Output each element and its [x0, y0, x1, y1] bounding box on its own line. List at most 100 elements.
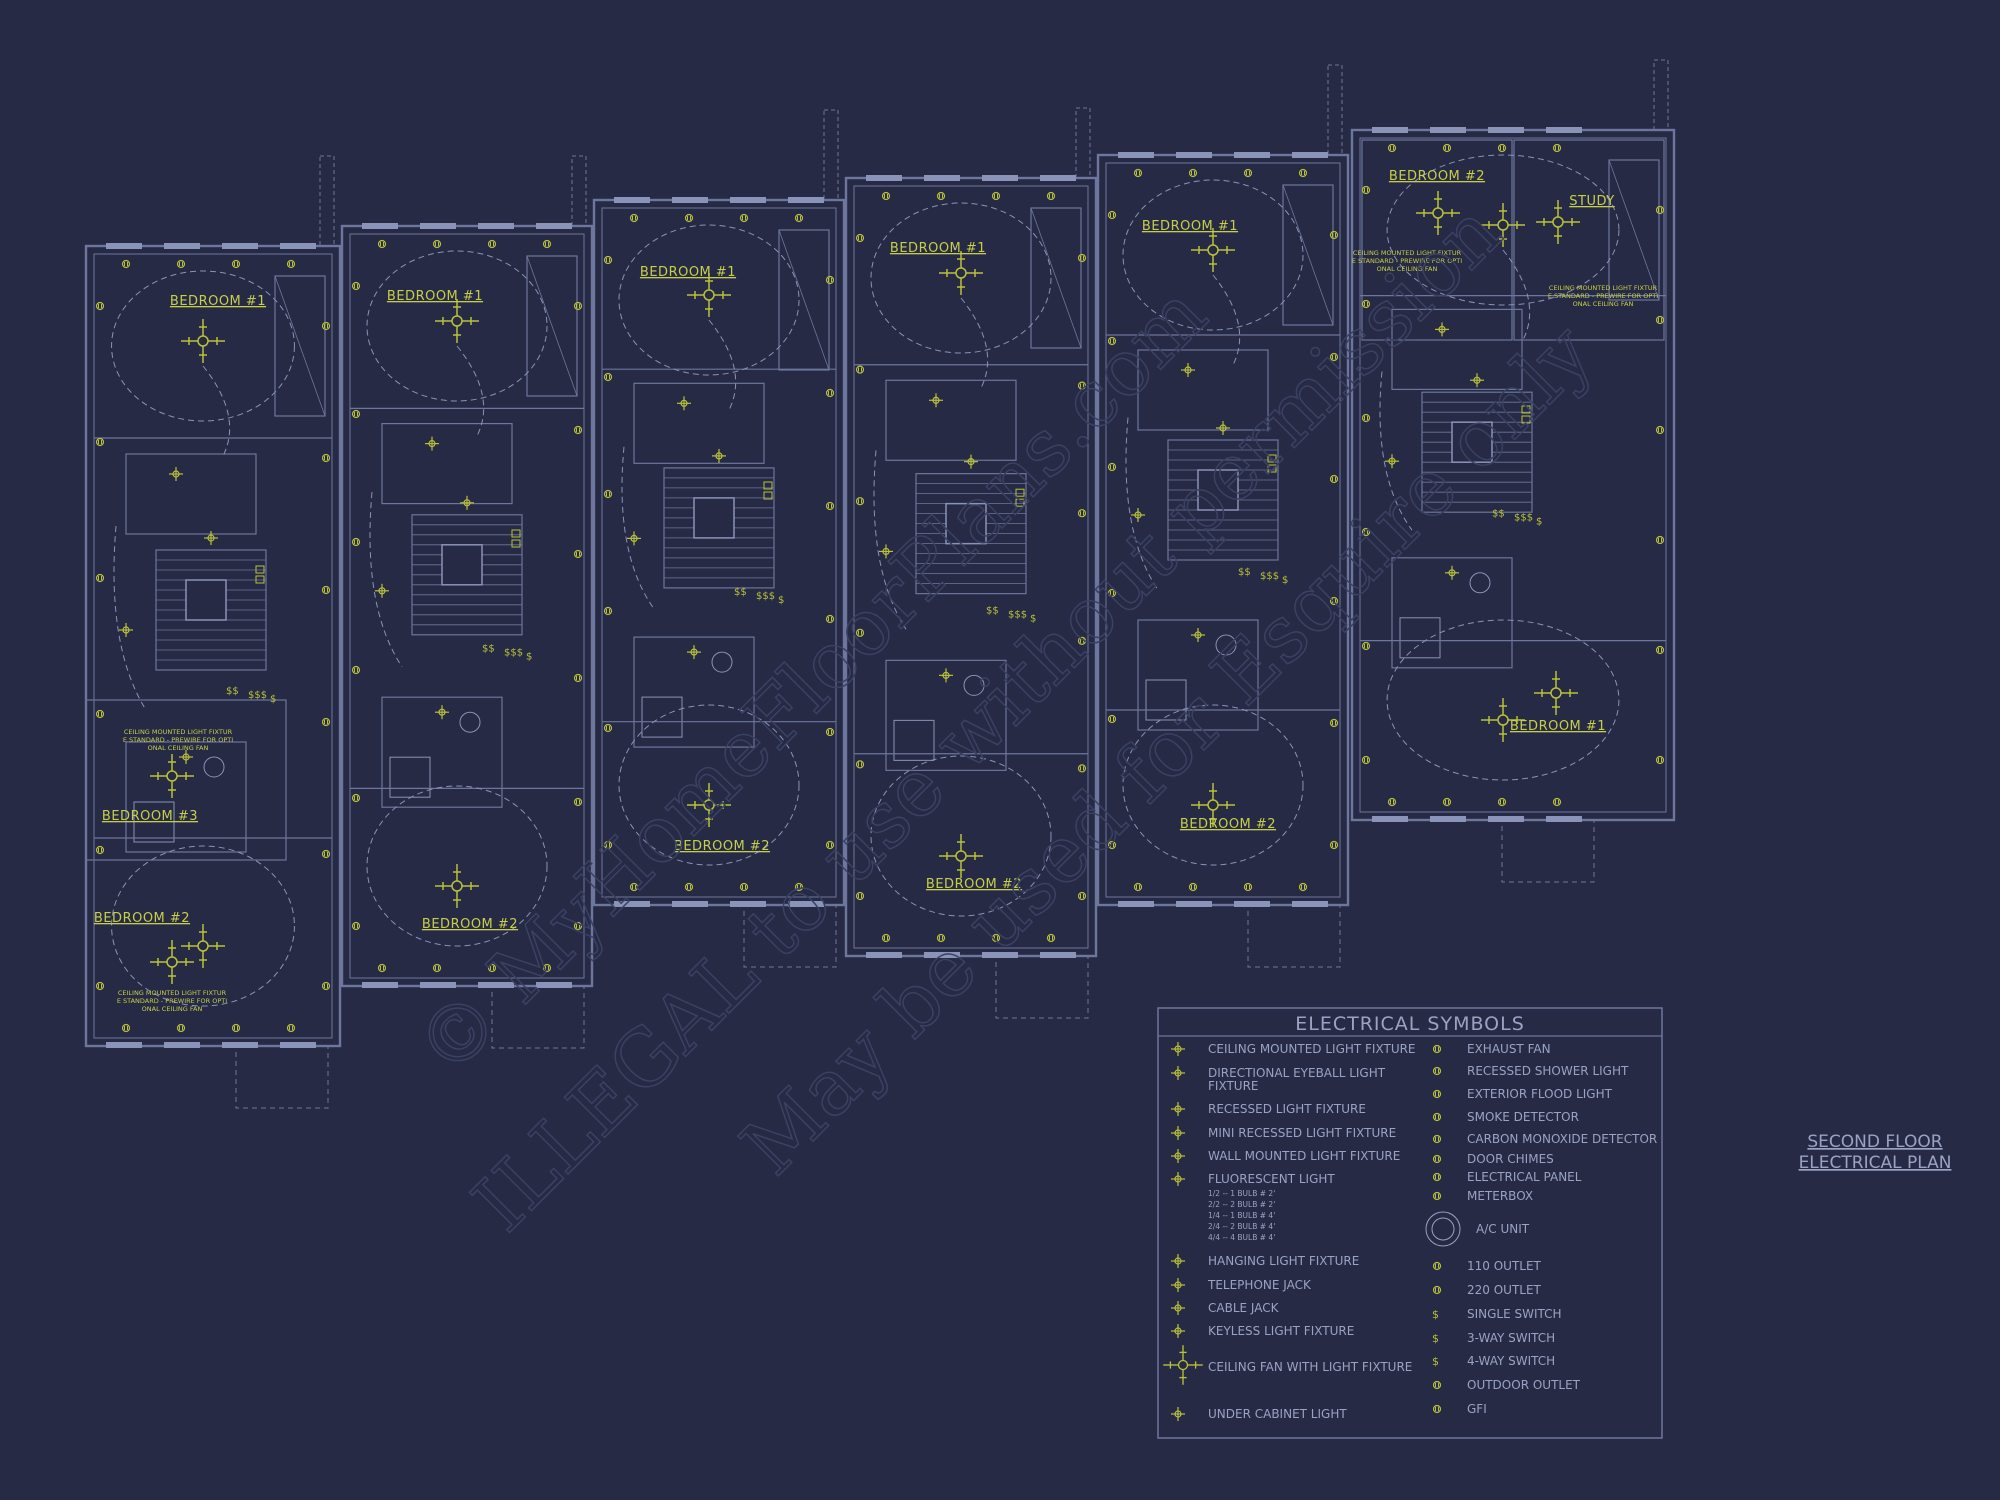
- legend-label: CEILING FAN WITH LIGHT FIXTURE: [1208, 1360, 1412, 1374]
- co-detector-icon: [1521, 415, 1531, 424]
- room-label: BEDROOM #1: [640, 265, 736, 280]
- legend-box: [1157, 1007, 1663, 1439]
- window: [222, 243, 258, 249]
- switch-icon: $$$: [248, 690, 267, 701]
- window: [730, 901, 766, 907]
- note-line: E STANDARD - PREWIRE FOR OPTI: [123, 736, 233, 744]
- window: [106, 1042, 142, 1048]
- window: [982, 175, 1018, 181]
- drawing-title-line-1: SECOND FLOOR: [1807, 1132, 1942, 1152]
- note-line: CEILING MOUNTED LIGHT FIXTUR: [118, 989, 227, 997]
- switch-icon: $$$: [756, 591, 775, 602]
- smoke-detector-icon: [1432, 1112, 1442, 1122]
- wiring-loop: [1386, 154, 1620, 306]
- outlet-icon: [542, 239, 552, 249]
- outlet-icon: [321, 981, 331, 991]
- legend-label-line: DIRECTIONAL EYEBALL LIGHT: [1208, 1066, 1386, 1080]
- wall-light-icon: [1170, 1148, 1186, 1164]
- outlet-icon: [1107, 714, 1117, 724]
- wiring-loop: [111, 845, 295, 1007]
- bathroom-wall: [1137, 619, 1259, 731]
- outlet-icon: [603, 723, 613, 733]
- bathroom-wall: [1137, 349, 1269, 431]
- ceiling-fan-icon: [1533, 670, 1579, 716]
- fluorescent-icon: [1170, 1171, 1186, 1187]
- stair-landing: [1197, 469, 1239, 511]
- window: [672, 197, 708, 203]
- closet-diagonal: [1030, 207, 1082, 349]
- room-label: BEDROOM #1: [170, 294, 266, 309]
- outlet-icon: [684, 213, 694, 223]
- ceiling-fan-icon: [434, 298, 480, 344]
- outlet-icon: [1298, 168, 1308, 178]
- wiring-run: [873, 450, 907, 630]
- smoke-detector-icon: [1521, 405, 1531, 414]
- outlet-icon: [377, 963, 387, 973]
- window: [280, 1042, 316, 1048]
- outlet-icon: [95, 573, 105, 583]
- window: [106, 243, 142, 249]
- outlet-icon: [794, 213, 804, 223]
- outlet-icon: [1329, 474, 1339, 484]
- legend-label: ELECTRICAL PANEL: [1467, 1170, 1582, 1184]
- window: [788, 197, 824, 203]
- single-switch-icon: $: [1432, 1308, 1439, 1321]
- ceiling-light-icon: [118, 622, 134, 638]
- window: [420, 982, 456, 988]
- ceiling-light-icon: [1190, 627, 1206, 643]
- chimney-stub: [1653, 59, 1669, 131]
- sink: [203, 756, 225, 778]
- porch-outline: [1501, 819, 1595, 883]
- four-way-switch-icon: $: [1432, 1355, 1439, 1368]
- smoke-detector-icon: [763, 481, 773, 490]
- co-detector-icon: [1015, 498, 1025, 507]
- closet-diagonal: [274, 275, 326, 417]
- wiring-loop: [1122, 704, 1304, 866]
- outlet-icon: [1655, 425, 1665, 435]
- legend-label: RECESSED LIGHT FIXTURE: [1208, 1102, 1366, 1116]
- wiring-run: [1502, 249, 1531, 341]
- ac-unit-inner: [1431, 1217, 1455, 1241]
- window: [164, 243, 200, 249]
- legend-label-line: FIXTURE: [1208, 1079, 1258, 1093]
- outlet-icon: [286, 1023, 296, 1033]
- outlet-icon: [991, 191, 1001, 201]
- outlet-icon: [542, 963, 552, 973]
- room-label: BEDROOM #1: [890, 241, 986, 256]
- room-label: BEDROOM #1: [1142, 219, 1238, 234]
- outlet-icon: [1107, 210, 1117, 220]
- bathroom-wall: [633, 382, 765, 464]
- fluorescent-note: 2/4 -- 2 BULB # 4': [1208, 1222, 1275, 1231]
- closet-wall: [526, 255, 578, 397]
- outlet-icon: [321, 453, 331, 463]
- outlet-icon: [936, 933, 946, 943]
- legend-label: CARBON MONOXIDE DETECTOR: [1467, 1132, 1657, 1146]
- porch-outline: [995, 955, 1089, 1019]
- window: [362, 982, 398, 988]
- outlet-icon: [855, 760, 865, 769]
- bedroom-wall: [85, 699, 287, 861]
- shower: [1145, 679, 1187, 721]
- wiring-run: [1125, 417, 1159, 591]
- wiring-run: [1212, 274, 1241, 366]
- ceiling-fan-icon: [1162, 1344, 1204, 1386]
- switch-icon: $$$: [1260, 571, 1279, 582]
- unit-wall: [340, 224, 594, 988]
- outlet-icon: [1107, 840, 1117, 850]
- outlet-icon: [321, 849, 331, 859]
- wiring-run: [202, 365, 231, 457]
- window: [1118, 152, 1154, 158]
- legend-label: SINGLE SWITCH: [1467, 1307, 1562, 1321]
- ceiling-light-icon: [203, 530, 219, 546]
- outlet-icon: [1361, 413, 1371, 423]
- under-cabinet-icon: [1170, 1406, 1186, 1422]
- porch-outline: [491, 985, 585, 1049]
- sink: [711, 651, 733, 673]
- mini-recessed-icon: [1170, 1125, 1186, 1141]
- sink: [963, 674, 985, 696]
- switch-icon: $: [1282, 575, 1288, 586]
- outlet-icon: [351, 793, 361, 803]
